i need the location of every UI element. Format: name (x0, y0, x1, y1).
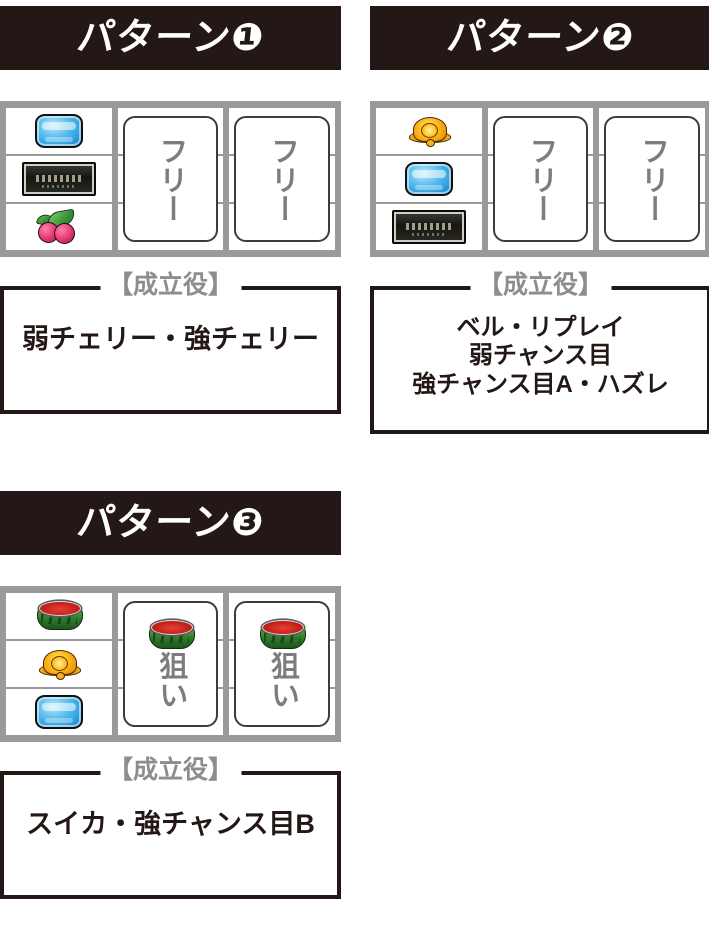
replay-symbol (34, 114, 83, 148)
reel-action-card: フリー (122, 116, 219, 242)
replay-symbol (404, 162, 453, 196)
result-line: スイカ・強チャンス目B (26, 809, 315, 839)
result-box-1: 【成立役】 弱チェリー・強チェリー (0, 273, 341, 414)
replay-symbol (34, 695, 83, 729)
result-line: ベル・リプレイ (456, 314, 625, 341)
result-box-3: 【成立役】 スイカ・強チャンス目B (0, 758, 341, 899)
bar-symbol (391, 210, 466, 244)
reel-3-center: 狙い (117, 593, 224, 735)
result-lines-1: 弱チェリー・強チェリー (22, 324, 319, 356)
reel-action-label: フリー (636, 135, 669, 223)
reel-cell (6, 593, 112, 639)
reel-cell (6, 687, 112, 735)
reel-display-2: フリー フリー (370, 101, 709, 257)
pattern-header-1: パターン❶ (0, 6, 341, 70)
watermelon-symbol (147, 619, 195, 650)
reel-action-card: 狙い (122, 601, 219, 727)
result-caption: 【成立役】 (469, 273, 612, 298)
reel-1-center: フリー (117, 108, 224, 250)
reel-cell (6, 202, 112, 250)
reel-action-label: 狙い (266, 650, 299, 709)
pattern-panel-2: パターン❷ フリー (370, 6, 709, 434)
reel-action-label: 狙い (154, 650, 187, 709)
pattern-title-1: パターン❶ (74, 17, 267, 59)
reel-action-card: フリー (234, 116, 331, 242)
reel-1-right: フリー (229, 108, 336, 250)
pattern-title-3: パターン❸ (74, 502, 267, 544)
reel-2-center: フリー (487, 108, 594, 250)
reel-cell (376, 202, 482, 250)
pattern-header-2: パターン❷ (370, 6, 709, 70)
pattern-panel-1: パターン❶ フリー (0, 6, 341, 414)
result-line: 強チャンス目A・ハズレ (412, 370, 669, 398)
result-box-2: 【成立役】 ベル・リプレイ 弱チャンス目 強チャンス目A・ハズレ (370, 273, 709, 434)
reel-action-label: フリー (524, 135, 557, 223)
result-caption: 【成立役】 (99, 273, 242, 298)
result-lines-3: スイカ・強チャンス目B (26, 809, 315, 841)
reel-cell (6, 108, 112, 154)
result-lines-2: ベル・リプレイ 弱チャンス目 強チャンス目A・ハズレ (412, 314, 669, 399)
reel-display-1: フリー フリー (0, 101, 341, 257)
reel-2-left (376, 108, 482, 250)
cherry-symbol (35, 208, 83, 244)
pattern-panel-3: パターン❸ (0, 491, 341, 899)
reel-2-right: フリー (599, 108, 706, 250)
result-line: 弱チャンス目 (468, 342, 613, 370)
reel-cell (6, 639, 112, 687)
pattern-title-2: パターン❷ (444, 17, 637, 59)
bell-symbol (408, 115, 451, 147)
reel-3-left (6, 593, 112, 735)
result-line: 弱チェリー・強チェリー (22, 324, 319, 354)
reel-cell (376, 108, 482, 154)
reel-cell (6, 154, 112, 202)
reel-action-label: フリー (266, 135, 299, 223)
reel-1-left (6, 108, 112, 250)
pattern-header-3: パターン❸ (0, 491, 341, 555)
bar-symbol (21, 162, 96, 196)
reel-cell (376, 154, 482, 202)
reel-3-right: 狙い (229, 593, 336, 735)
bell-symbol (38, 648, 81, 680)
watermelon-symbol (35, 601, 83, 631)
result-caption: 【成立役】 (99, 758, 242, 783)
watermelon-symbol (258, 619, 307, 650)
reel-action-card: フリー (492, 116, 589, 242)
reel-action-card: 狙い (234, 601, 331, 727)
reel-action-label: フリー (154, 135, 187, 223)
reel-action-card: フリー (604, 116, 701, 242)
reel-display-3: 狙い 狙い (0, 586, 341, 742)
